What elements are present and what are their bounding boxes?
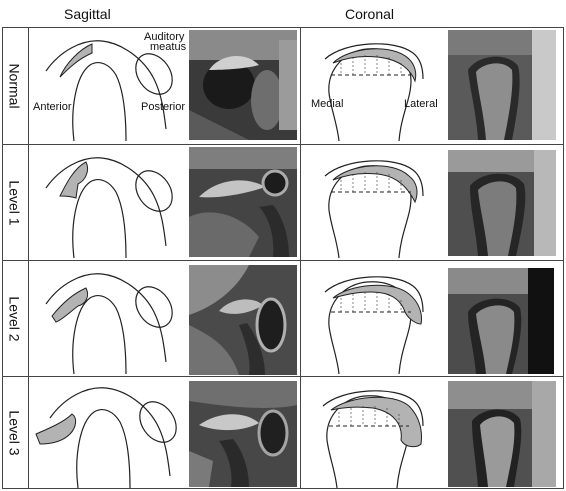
row-label-level-3: Level 3: [7, 409, 23, 456]
mri-sagittal-level-1: [189, 147, 297, 257]
coronal-diagram-level-2: [324, 276, 424, 375]
mri-coronal-level-1: [448, 150, 556, 256]
sagittal-diagram-level-3: [35, 387, 177, 488]
row-divider: [2, 144, 564, 145]
row-divider: [2, 260, 564, 261]
mri-coronal-level-2: [448, 268, 554, 374]
figure-grid: [2, 27, 564, 489]
row-label-normal: Normal: [7, 63, 23, 109]
row-label-level-1: Level 1: [7, 179, 23, 226]
label-medial: Medial: [311, 98, 344, 110]
label-lateral: Lateral: [404, 98, 438, 110]
coronal-diagram-normal: [324, 43, 424, 142]
coronal-diagram-level-3: [322, 390, 424, 488]
sagittal-diagram-level-1: [45, 157, 173, 259]
sagittal-diagram-level-2: [45, 273, 173, 375]
column-divider: [28, 27, 29, 489]
mri-coronal-level-3: [448, 381, 556, 487]
mri-sagittal-normal: [189, 30, 297, 140]
sagittal-diagram-normal: [45, 40, 173, 142]
label-anterior: Anterior: [33, 101, 72, 113]
label-auditory: Auditory: [144, 31, 185, 43]
row-divider: [2, 376, 564, 377]
label-meatus: meatus: [150, 41, 187, 53]
mri-coronal-normal: [448, 30, 556, 140]
column-divider: [300, 27, 301, 489]
row-label-level-2: Level 2: [7, 295, 23, 342]
column-header-sagittal: Sagittal: [64, 6, 111, 22]
label-posterior: Posterior: [141, 101, 186, 113]
mri-sagittal-level-3: [189, 381, 297, 487]
coronal-diagram-level-1: [324, 160, 424, 259]
column-header-coronal: Coronal: [345, 6, 395, 22]
mri-sagittal-level-2: [189, 265, 297, 375]
